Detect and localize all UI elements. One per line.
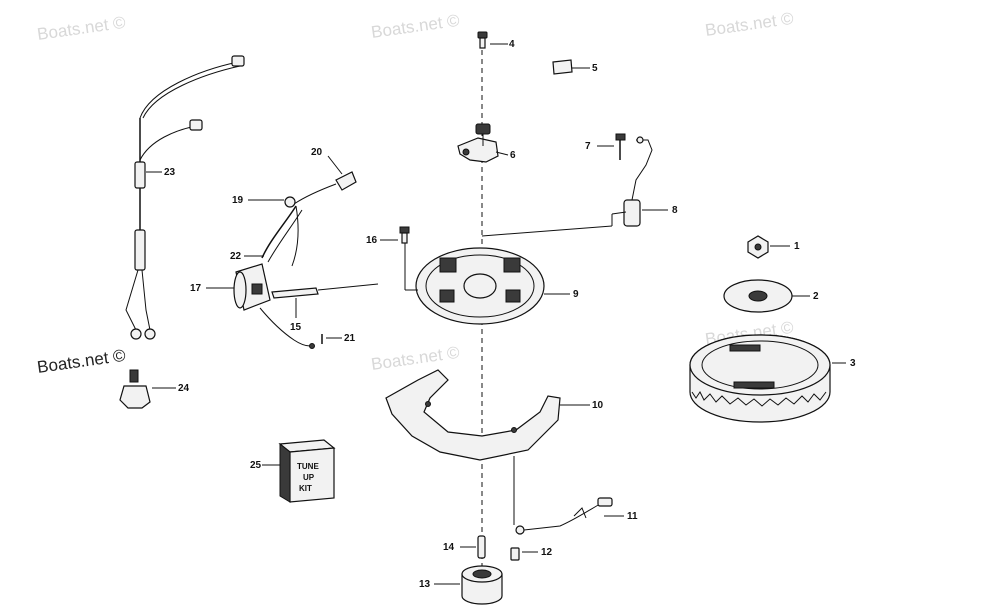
- callout-6: 6: [510, 150, 516, 161]
- part-12-screw: 12: [510, 547, 553, 561]
- watermark-top-center: Boats.net ©: [370, 11, 461, 42]
- callout-14: 14: [443, 542, 455, 553]
- part-4-screw: 4: [477, 31, 515, 50]
- callout-22: 22: [230, 251, 242, 262]
- part-7-screw: 7: [585, 133, 626, 160]
- callout-3: 3: [850, 358, 856, 369]
- part-22-lead: 22: [230, 205, 303, 267]
- part-11-ground-lead: 11: [513, 456, 638, 535]
- callout-24: 24: [178, 383, 190, 394]
- callout-10: 10: [592, 400, 604, 411]
- callout-5: 5: [592, 63, 598, 74]
- part-13-sleeve: 13: [419, 565, 503, 605]
- part-24-terminal: 24: [119, 369, 190, 409]
- part-10-bracket-plate: 10: [385, 369, 604, 461]
- callout-8: 8: [672, 205, 678, 216]
- part-21-screw: 21: [321, 333, 356, 344]
- kit-line-3: KIT: [299, 484, 312, 493]
- callout-9: 9: [573, 289, 579, 300]
- part-23-wiring-harness: 23: [125, 55, 245, 340]
- part-3-flywheel: 3: [689, 334, 856, 423]
- callout-25: 25: [250, 460, 262, 471]
- callout-12: 12: [541, 547, 553, 558]
- callout-17: 17: [190, 283, 202, 294]
- part-15-core: 15: [271, 283, 379, 333]
- callout-20: 20: [311, 147, 323, 158]
- watermark-main: Boats.net ©: [36, 346, 127, 377]
- watermark-mid-center: Boats.net ©: [370, 343, 461, 374]
- callout-15: 15: [290, 322, 302, 333]
- callout-4: 4: [509, 39, 515, 50]
- callout-21: 21: [344, 333, 356, 344]
- part-5-pad: 5: [552, 59, 598, 75]
- callout-16: 16: [366, 235, 378, 246]
- watermark-top-left: Boats.net ©: [36, 13, 127, 44]
- callout-2: 2: [813, 291, 819, 302]
- part-20-spark-lead: 20: [293, 147, 357, 205]
- callout-7: 7: [585, 141, 591, 152]
- part-1-nut: 1: [747, 235, 800, 259]
- part-2-washer: 2: [723, 279, 819, 313]
- part-16-screw: 16: [366, 226, 410, 246]
- part-8-condenser: 8: [611, 136, 678, 227]
- part-14-key: 14: [443, 535, 486, 559]
- part-25-tune-up-kit: TUNE UP KIT 25: [250, 439, 336, 503]
- part-19-clip: 19: [232, 195, 296, 208]
- callout-23: 23: [164, 167, 176, 178]
- part-17-ignition-coil: 17: [190, 263, 315, 349]
- part-6-breaker-points: 6: [457, 123, 516, 163]
- callout-1: 1: [794, 241, 800, 252]
- callout-19: 19: [232, 195, 244, 206]
- kit-line-2: UP: [303, 473, 315, 482]
- kit-line-1: TUNE: [297, 462, 319, 471]
- watermark-top-right: Boats.net ©: [704, 9, 795, 40]
- part-9-stator-plate: 9: [404, 214, 613, 325]
- callout-11: 11: [627, 511, 638, 522]
- callout-13: 13: [419, 579, 431, 590]
